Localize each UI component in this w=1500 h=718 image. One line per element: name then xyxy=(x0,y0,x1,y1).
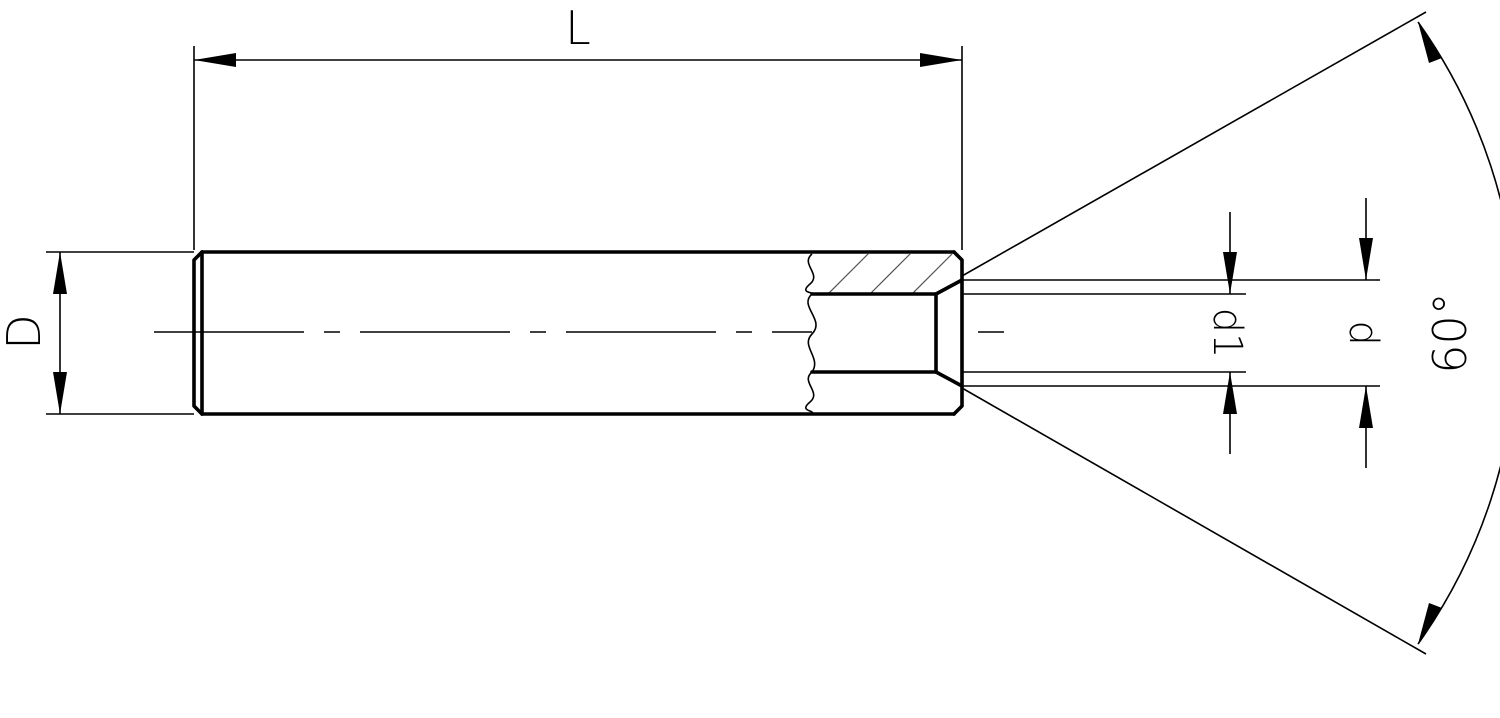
label-D: D xyxy=(0,314,51,349)
arrowhead-d-bottom xyxy=(1359,386,1373,428)
arrowhead-d1-top xyxy=(1223,252,1237,294)
label-d: d xyxy=(1340,320,1386,345)
ext-line-cone-lower xyxy=(961,387,1427,655)
break-line-middle xyxy=(807,293,817,373)
dimension-L: L xyxy=(194,1,962,67)
label-angle: 60° xyxy=(1423,292,1477,374)
outline-right-end xyxy=(952,250,964,416)
arrowhead-angle-top xyxy=(1418,22,1442,63)
label-L: L xyxy=(565,1,591,55)
countersink-upper xyxy=(934,278,964,296)
extension-lines xyxy=(46,11,1427,655)
arrowhead-D-top xyxy=(53,252,67,294)
dimension-d: d xyxy=(1340,198,1386,468)
break-line-lower xyxy=(805,371,815,415)
break-line-upper xyxy=(805,253,815,295)
dimension-d1: d1 xyxy=(1204,212,1250,454)
countersink-interior xyxy=(936,280,962,386)
countersink-lower xyxy=(934,370,964,388)
arrowhead-L-left xyxy=(194,53,236,67)
arrowhead-d1-bottom xyxy=(1223,372,1237,414)
arrowhead-d-top xyxy=(1359,238,1373,280)
part-outline xyxy=(192,250,964,416)
dimension-angle: 60° xyxy=(1417,21,1500,645)
label-d1: d1 xyxy=(1204,308,1250,359)
outline-left-chamfer xyxy=(192,250,204,416)
ext-line-cone-upper xyxy=(961,11,1427,277)
arrowhead-D-bottom xyxy=(53,372,67,414)
bore-interior xyxy=(812,295,936,371)
dim-arc-angle xyxy=(1417,21,1500,645)
dimension-D: D xyxy=(0,252,67,414)
arrowhead-L-right xyxy=(920,53,962,67)
arrowhead-angle-bottom xyxy=(1418,603,1442,644)
